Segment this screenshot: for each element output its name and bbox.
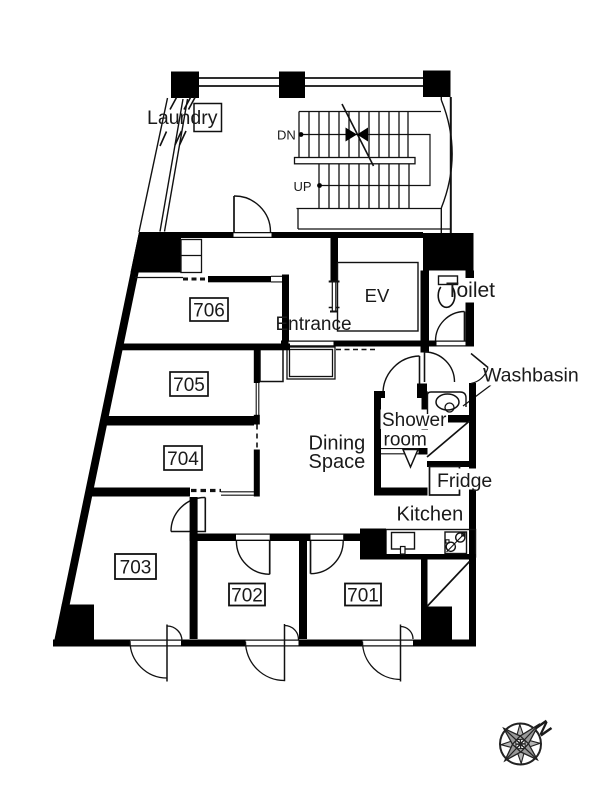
svg-text:Space: Space <box>309 451 366 473</box>
svg-text:UP: UP <box>294 179 312 194</box>
svg-text:Laundry: Laundry <box>147 107 218 129</box>
svg-text:702: 702 <box>231 586 263 607</box>
svg-text:EV: EV <box>365 285 390 306</box>
svg-text:DN: DN <box>277 128 296 143</box>
svg-text:Dining: Dining <box>309 433 366 455</box>
svg-text:704: 704 <box>167 449 199 470</box>
svg-text:705: 705 <box>173 375 205 396</box>
svg-text:701: 701 <box>347 586 379 607</box>
svg-text:Entrance: Entrance <box>276 314 352 335</box>
svg-text:Shower: Shower <box>382 410 447 431</box>
svg-text:Kitchen: Kitchen <box>397 504 464 526</box>
svg-text:room: room <box>384 430 427 451</box>
svg-text:706: 706 <box>193 301 225 322</box>
svg-text:Fridge: Fridge <box>437 470 492 492</box>
svg-text:Toilet: Toilet <box>446 279 495 302</box>
svg-text:703: 703 <box>120 558 152 579</box>
svg-text:Washbasin: Washbasin <box>483 365 579 387</box>
